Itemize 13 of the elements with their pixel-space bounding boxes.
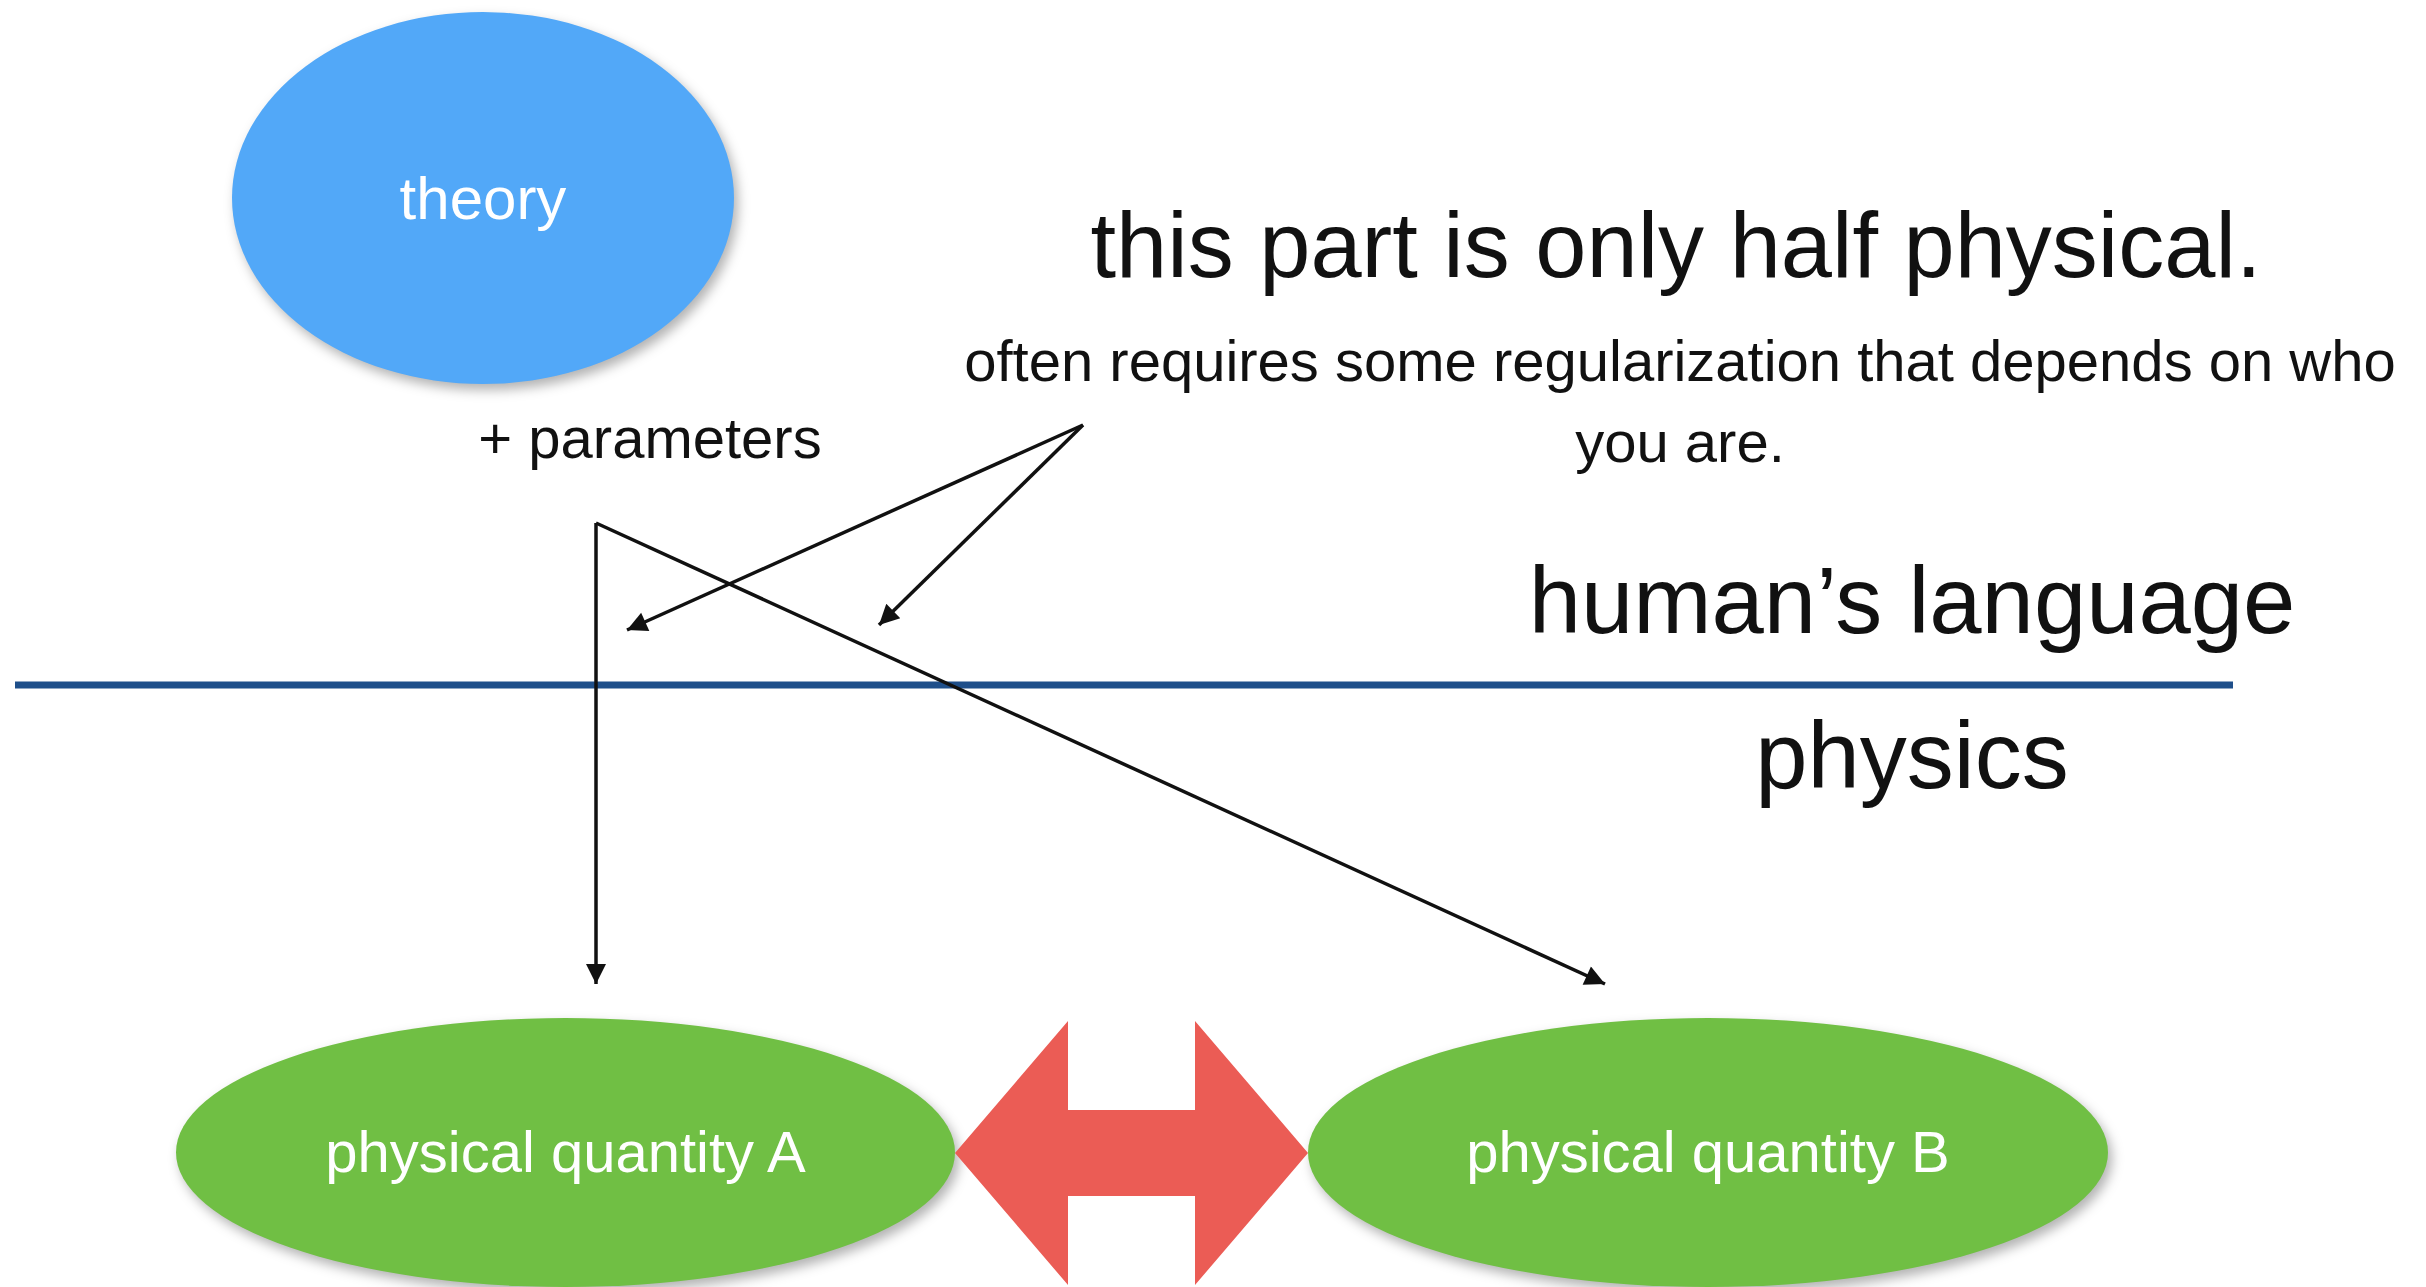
arrow xyxy=(595,521,1606,986)
note-text: often requires some regularization that depends on who you are. xyxy=(960,320,2400,482)
heading-text: this part is only half physical. xyxy=(1089,193,2263,298)
parameter-text: + parameters xyxy=(450,405,850,523)
arrow xyxy=(877,423,1085,627)
node-label: theory xyxy=(399,163,567,233)
node-label: physical quantity A xyxy=(325,1119,806,1186)
region-label: human’s language xyxy=(1527,547,2297,655)
arrow xyxy=(586,523,606,984)
arrow xyxy=(626,423,1084,632)
double-arrow xyxy=(955,1021,1308,1285)
node-label: physical quantity B xyxy=(1466,1119,1950,1186)
region-label: physics xyxy=(1754,702,2070,810)
